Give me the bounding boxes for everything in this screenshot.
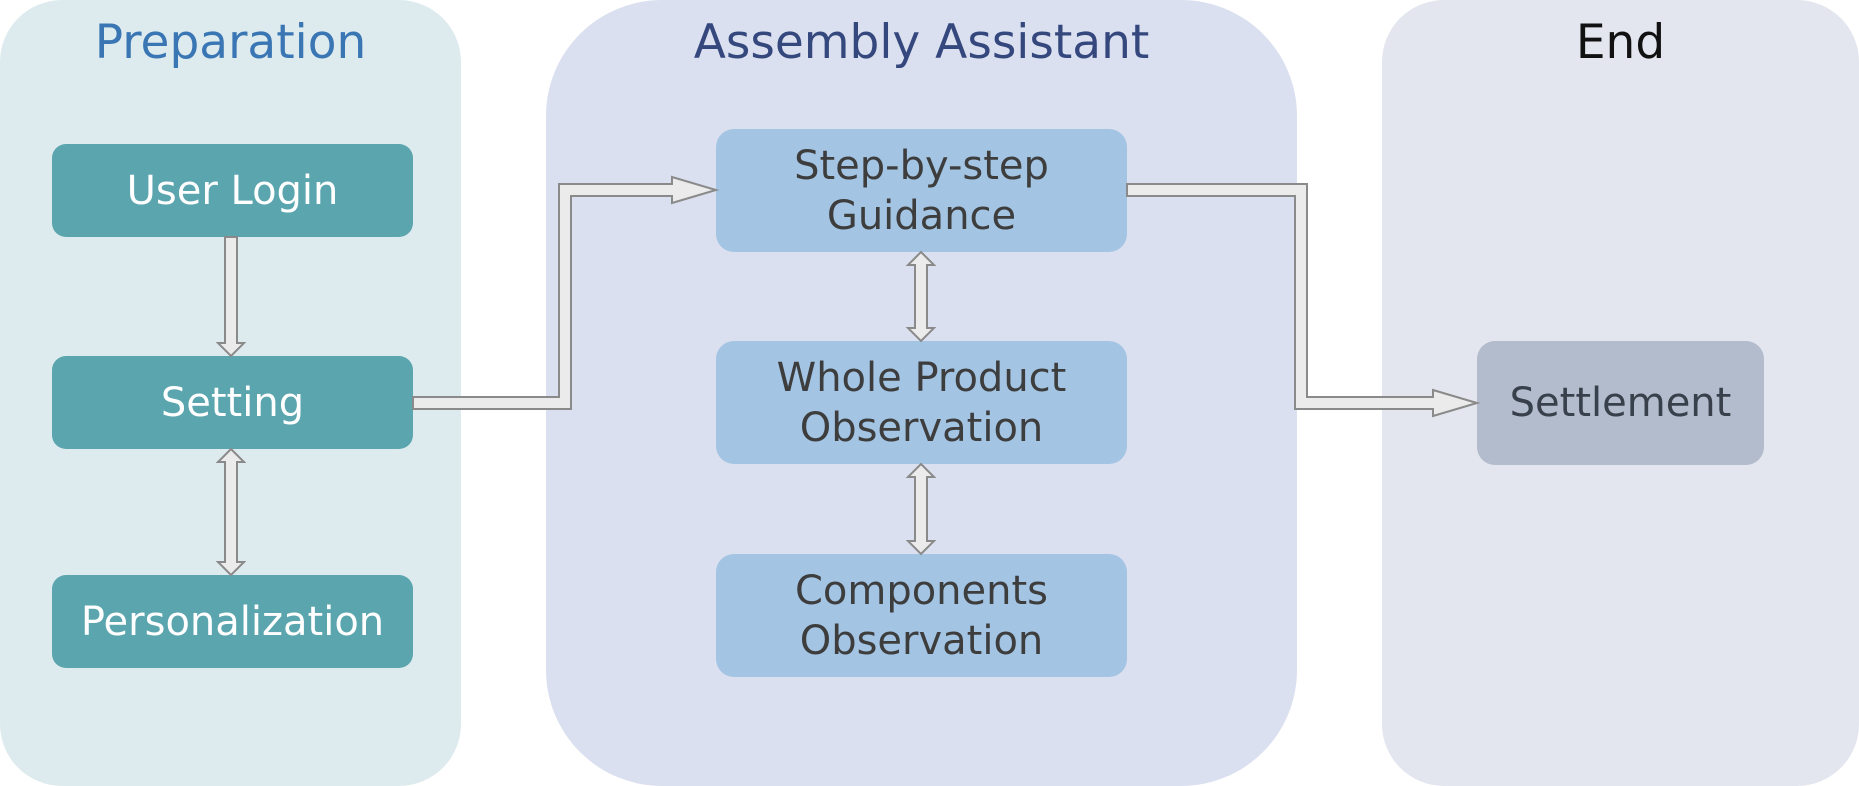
- setting-node[interactable]: Setting: [52, 356, 413, 449]
- user-login-node[interactable]: User Login: [52, 144, 413, 237]
- whole-product-observation-node[interactable]: Whole Product Observation: [716, 341, 1127, 464]
- settlement-node[interactable]: Settlement: [1477, 341, 1764, 465]
- assembly-assistant-title: Assembly Assistant: [693, 15, 1150, 70]
- components-observation-node[interactable]: Components Observation: [716, 554, 1127, 677]
- personalization-node[interactable]: Personalization: [52, 575, 413, 668]
- end-title: End: [1575, 15, 1666, 70]
- step-by-step-guidance-node[interactable]: Step-by-step Guidance: [716, 129, 1127, 252]
- preparation-title: Preparation: [94, 15, 367, 70]
